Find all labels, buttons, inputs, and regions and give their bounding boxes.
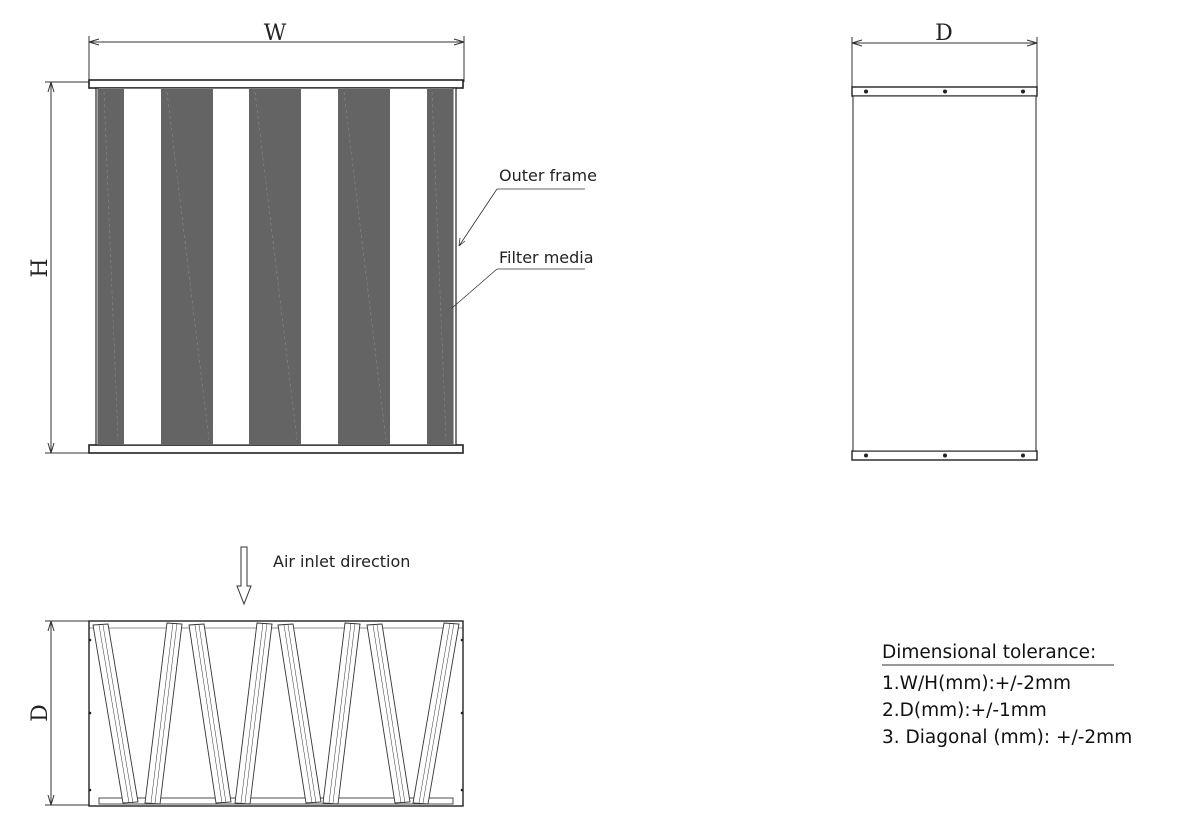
front-view: W H: [28, 21, 597, 454]
height-label: H: [28, 258, 53, 277]
filter-media-bands: [98, 89, 453, 445]
media-band: [249, 89, 301, 445]
tolerance-line-2: 2.D(mm):+/-1mm: [882, 700, 1047, 721]
media-band: [427, 89, 453, 445]
top-view: Air inlet direction D: [28, 546, 464, 807]
filter-media-label: Filter media: [499, 248, 594, 267]
pleat-panel: [188, 623, 232, 804]
media-band: [161, 89, 213, 445]
rivets: [864, 89, 1025, 458]
outer-frame-label: Outer frame: [499, 166, 597, 185]
side-view: D: [851, 21, 1038, 461]
pleat-panel: [366, 623, 411, 804]
bottom-depth-dimension: [45, 620, 89, 806]
tolerance-line-1: 1.W/H(mm):+/-2mm: [882, 673, 1071, 694]
frame-rivets: [88, 638, 464, 792]
outer-frame-leader: [458, 188, 585, 247]
air-inlet-arrow-icon: [236, 546, 252, 606]
width-dimension: [88, 36, 465, 82]
side-depth-dimension: [851, 37, 1038, 87]
top-view-frame: [88, 620, 464, 807]
media-band: [338, 89, 390, 445]
side-frame: [851, 86, 1038, 461]
width-label: W: [264, 21, 287, 46]
bottom-depth-label: D: [28, 704, 53, 722]
pleat-panel: [92, 623, 139, 804]
air-inlet-label: Air inlet direction: [273, 552, 410, 571]
pleat-panel: [277, 623, 322, 804]
tolerance-note: Dimensional tolerance: 1.W/H(mm):+/-2mm …: [882, 642, 1132, 748]
side-depth-label: D: [935, 21, 953, 46]
tolerance-title: Dimensional tolerance:: [882, 642, 1096, 663]
height-dimension: [45, 81, 91, 454]
tolerance-line-3: 3. Diagonal (mm): +/-2mm: [882, 727, 1132, 748]
filter-media-leader: [451, 268, 585, 309]
v-bank-panels: [92, 622, 460, 805]
